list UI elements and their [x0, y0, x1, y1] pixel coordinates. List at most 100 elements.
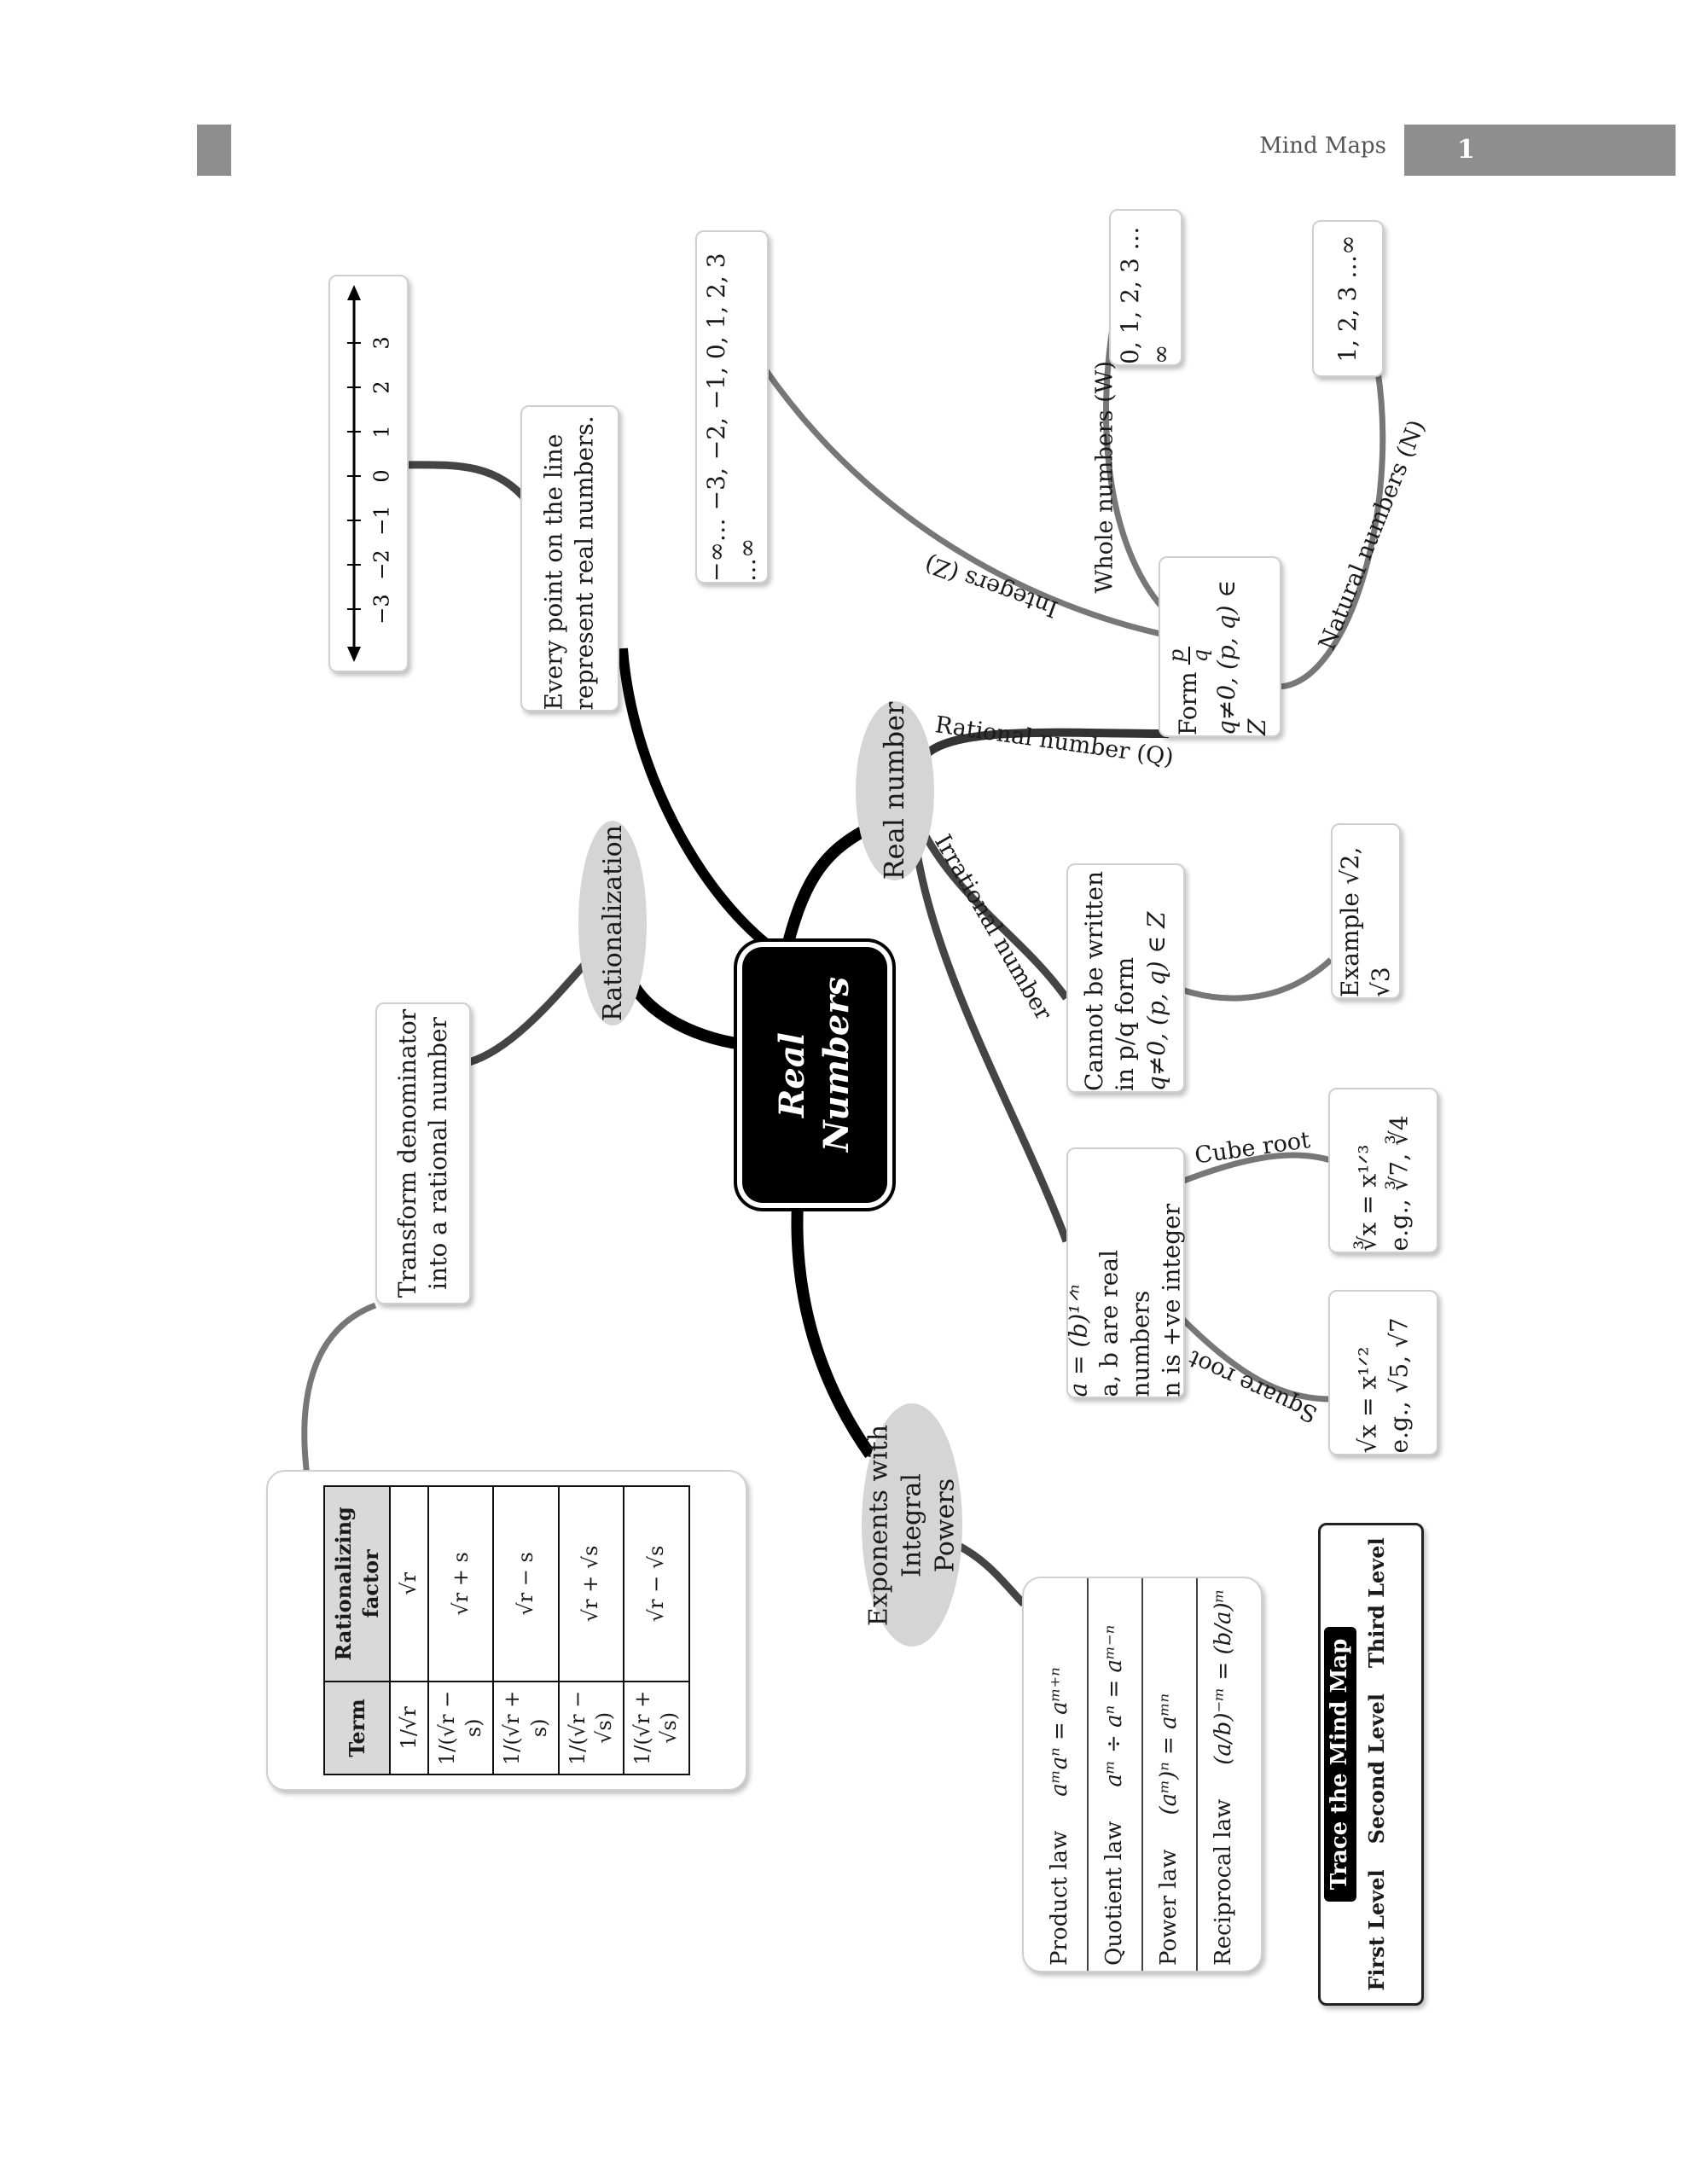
table-cell: 1/√r — [389, 1681, 429, 1774]
whole-values: 0, 1, 2, 3 …∞ — [1115, 226, 1175, 364]
law-formula: aᵐ ÷ aⁿ = aᵐ⁻ⁿ — [1101, 1624, 1128, 1787]
edge-real-rational — [922, 728, 1170, 758]
edge-every-point-number-line — [400, 461, 532, 506]
edge-rationalization-transform — [468, 957, 592, 1066]
law-name: Quotient law — [1101, 1821, 1128, 1966]
table-cell: √r − √s — [624, 1486, 689, 1682]
irrational-example-box: Example √2, √3 — [1331, 823, 1401, 999]
every-point-text: Every point on the line represent real n… — [539, 415, 599, 711]
edge-center-every-point — [618, 648, 780, 956]
legend-title: Trace the Mind Map — [1324, 1626, 1356, 1902]
law-formula: (a/b)⁻ᵐ = (b/a)ᵐ — [1210, 1589, 1236, 1765]
law-formula: aᵐaⁿ = aᵐ⁺ⁿ — [1047, 1667, 1073, 1797]
rationalization-node: Rationalization — [578, 821, 647, 1025]
edge-real-roots — [913, 852, 1071, 1243]
rational-condition: q≠0, (p, q) ∈ Z — [1211, 579, 1272, 735]
whole-box: 0, 1, 2, 3 …∞ — [1109, 209, 1182, 366]
table-row: 1/(√r + s)√r − s — [493, 1486, 559, 1774]
edge-center-exponents — [791, 1202, 875, 1459]
law-formula: (aᵐ)ⁿ = aᵐⁿ — [1156, 1693, 1182, 1815]
section-label: Mind Maps — [1259, 133, 1386, 159]
edge-real-irrational — [922, 834, 1070, 1001]
irrational-box: Cannot be written in p/q form q≠0, (p, q… — [1066, 863, 1185, 1093]
table-cell: 1/(√r + √s) — [624, 1681, 689, 1774]
rationalization-label: Rationalization — [597, 825, 628, 1021]
edge-center-real-number — [779, 822, 874, 957]
table-cell: √r + √s — [558, 1486, 624, 1682]
table-cell: 1/(√r − √s) — [558, 1681, 624, 1774]
natural-box: 1, 2, 3 …∞ — [1312, 220, 1384, 377]
edge-roots-square — [1179, 1316, 1332, 1403]
center-title: Real Numbers — [772, 977, 857, 1152]
rationalizing-table: Term Rationalizing factor 1/√r√r 1/(√r −… — [323, 1485, 689, 1775]
edge-exponents-laws — [953, 1540, 1027, 1607]
irrational-line2: in p/q form — [1111, 956, 1140, 1091]
integers-box: −∞… −3, −2, −1, 0, 1, 2, 3 …∞ — [695, 230, 769, 584]
edge-irrational-example — [1180, 957, 1333, 1002]
roots-def1: a = (b)¹ᐟⁿ — [1064, 1284, 1093, 1397]
edge-rational-integers — [761, 365, 1170, 639]
table-row: 1/(√r − s)√r + s — [428, 1486, 494, 1774]
table-header-term: Term — [324, 1681, 390, 1774]
fraction-q: q — [1188, 648, 1212, 663]
natural-values: 1, 2, 3 …∞ — [1333, 235, 1362, 363]
rationalizing-table-box: Term Rationalizing factor 1/√r√r 1/(√r −… — [266, 1470, 747, 1791]
table-cell: √r — [389, 1486, 429, 1682]
number-line-tick-label: −3 — [370, 594, 394, 624]
square-root-examples: e.g., √5, √7 — [1385, 1317, 1413, 1454]
whole-edge-label: Whole numbers (W) — [1091, 361, 1118, 594]
integers-values: −∞… −3, −2, −1, 0, 1, 2, 3 …∞ — [701, 253, 761, 582]
every-point-box: Every point on the line represent real n… — [520, 405, 619, 712]
table-row: 1/(√r − √s)√r + √s — [558, 1486, 624, 1774]
edge-roots-cube — [1180, 1152, 1333, 1185]
number-line-tick-label: 0 — [370, 469, 394, 482]
edge-center-rationalization — [625, 978, 752, 1051]
laws-box: Product law aᵐaⁿ = aᵐ⁺ⁿ Quotient law aᵐ ÷ … — [1022, 1577, 1263, 1972]
center-node: Real Numbers — [742, 947, 887, 1203]
header-left-block — [197, 125, 231, 176]
law-row: Power law (aᵐ)ⁿ = aᵐⁿ — [1143, 1578, 1198, 1971]
number-line-tick-label: −1 — [370, 505, 394, 535]
rational-form-box: Form p q q≠0, (p, q) ∈ Z — [1159, 556, 1281, 737]
page-number-block: 1 — [1404, 125, 1676, 176]
square-root-box: √x = x¹ᐟ² e.g., √5, √7 — [1328, 1290, 1438, 1455]
exponents-node: Exponents with Integral Powers — [862, 1403, 962, 1647]
number-line-tick-label: 2 — [370, 380, 394, 393]
roots-box: a = (b)¹ᐟⁿ a, b are real numbers n is +v… — [1064, 1147, 1185, 1398]
exponents-label: Exponents with Integral Powers — [863, 1424, 960, 1627]
real-number-node: Real number — [856, 701, 934, 880]
irrational-line3: q≠0, (p, q) ∈ Z — [1141, 911, 1170, 1091]
real-number-label: Real number — [878, 701, 911, 880]
table-cell: 1/(√r + s) — [493, 1681, 559, 1774]
legend-first-level: First Level — [1363, 1869, 1389, 1991]
form-prefix: Form — [1174, 671, 1203, 735]
table-row: 1/(√r + √s)√r − √s — [624, 1486, 689, 1774]
legend-third-level: Third Level — [1363, 1537, 1389, 1669]
law-name: Product law — [1047, 1830, 1073, 1966]
law-row: Product law aᵐaⁿ = aᵐ⁺ⁿ — [1034, 1578, 1089, 1971]
cube-root-examples: e.g., ∛7, ∛4 — [1385, 1115, 1413, 1252]
table-cell: √r + s — [428, 1486, 494, 1682]
table-cell: 1/(√r − s) — [428, 1681, 494, 1774]
square-root-def: √x = x¹ᐟ² — [1353, 1346, 1382, 1454]
transform-text: Transform denominator into a rational nu… — [392, 1008, 452, 1298]
table-row: 1/√r√r — [389, 1486, 429, 1774]
irrational-example: Example √2, √3 — [1335, 846, 1395, 997]
page-number: 1 — [1457, 135, 1475, 165]
law-row: Reciprocal law(a/b)⁻ᵐ = (b/a)ᵐ — [1198, 1578, 1251, 1971]
fraction-p-q: p q — [1165, 646, 1212, 665]
table-cell: √r − s — [493, 1486, 559, 1682]
legend: Trace the Mind Map First Level Second Le… — [1318, 1523, 1424, 2006]
edge-transform-table — [301, 1302, 377, 1477]
roots-def2: a, b are real numbers — [1095, 1250, 1154, 1397]
irrational-line1: Cannot be written — [1079, 870, 1108, 1091]
cube-root-def: ∛x = x¹ᐟ³ — [1353, 1144, 1382, 1252]
law-name: Power law — [1156, 1849, 1182, 1966]
transform-box: Transform denominator into a rational nu… — [375, 1002, 471, 1304]
number-line-tick-label: 3 — [370, 336, 394, 349]
number-line-tick-label: 1 — [370, 425, 394, 438]
fraction-p: p — [1165, 646, 1190, 665]
